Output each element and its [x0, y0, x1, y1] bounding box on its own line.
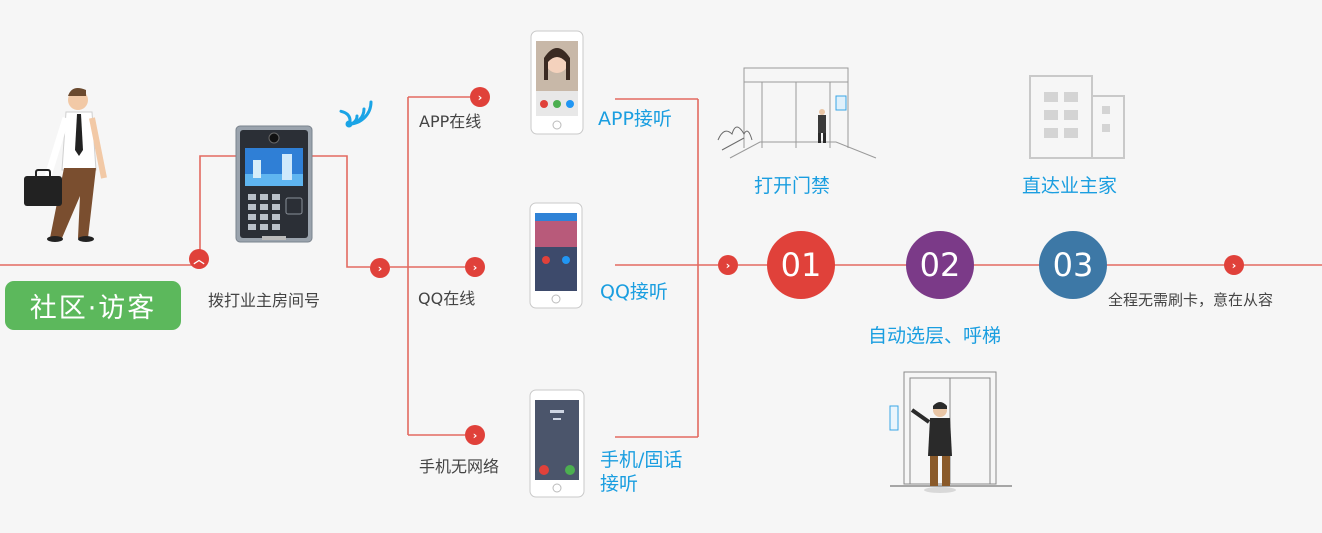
access-gate-illustration — [717, 67, 877, 159]
step-number: 01 — [780, 246, 822, 284]
connector-line — [312, 155, 370, 268]
chevron-up-circle-icon: ︿ — [189, 249, 209, 269]
elevator-illustration — [889, 371, 1012, 487]
visitor-label: 社区·访客 — [29, 293, 157, 324]
answer-label-mobile-line2: 接听 — [600, 473, 639, 495]
phone-mobile — [529, 389, 585, 498]
phone-app — [530, 30, 584, 135]
answer-label-qq: QQ接听 — [600, 281, 668, 303]
elevator-person — [910, 402, 956, 493]
step-circle-02: 02 — [906, 231, 974, 299]
door-panel-device — [235, 125, 313, 243]
chevron-right-circle-icon: › — [370, 258, 390, 278]
channel-label-qq: QQ在线 — [418, 289, 476, 308]
final-label: 全程无需刷卡，意在从容 — [1108, 291, 1274, 309]
visitor-figure — [24, 88, 107, 242]
connector-line — [199, 155, 236, 265]
chevron-right-circle-icon: › — [1224, 255, 1244, 275]
step-number: 03 — [1052, 246, 1094, 284]
chevron-right-circle-icon: › — [465, 425, 485, 445]
answer-label-app: APP接听 — [598, 108, 672, 130]
answer-label-mobile-line1: 手机/固话 — [600, 449, 683, 471]
step-caption-03: 直达业主家 — [1022, 175, 1118, 197]
channel-label-app: APP在线 — [419, 112, 482, 131]
panel-label: 拨打业主房间号 — [208, 291, 321, 310]
step-caption-01: 打开门禁 — [754, 175, 831, 197]
wifi-signal-icon — [339, 100, 373, 128]
channel-label-mobile: 手机无网络 — [419, 457, 500, 476]
step-circle-03: 03 — [1039, 231, 1107, 299]
phone-qq — [529, 202, 583, 309]
visitor-badge: 社区·访客 — [5, 281, 181, 330]
step-caption-02: 自动选层、呼梯 — [868, 325, 1002, 347]
step-number: 02 — [919, 246, 961, 284]
gate-person — [818, 109, 826, 143]
step-circle-01: 01 — [767, 231, 835, 299]
chevron-right-circle-icon: › — [718, 255, 738, 275]
chevron-right-circle-icon: › — [465, 257, 485, 277]
chevron-right-circle-icon: › — [470, 87, 490, 107]
building-illustration — [1029, 75, 1125, 159]
